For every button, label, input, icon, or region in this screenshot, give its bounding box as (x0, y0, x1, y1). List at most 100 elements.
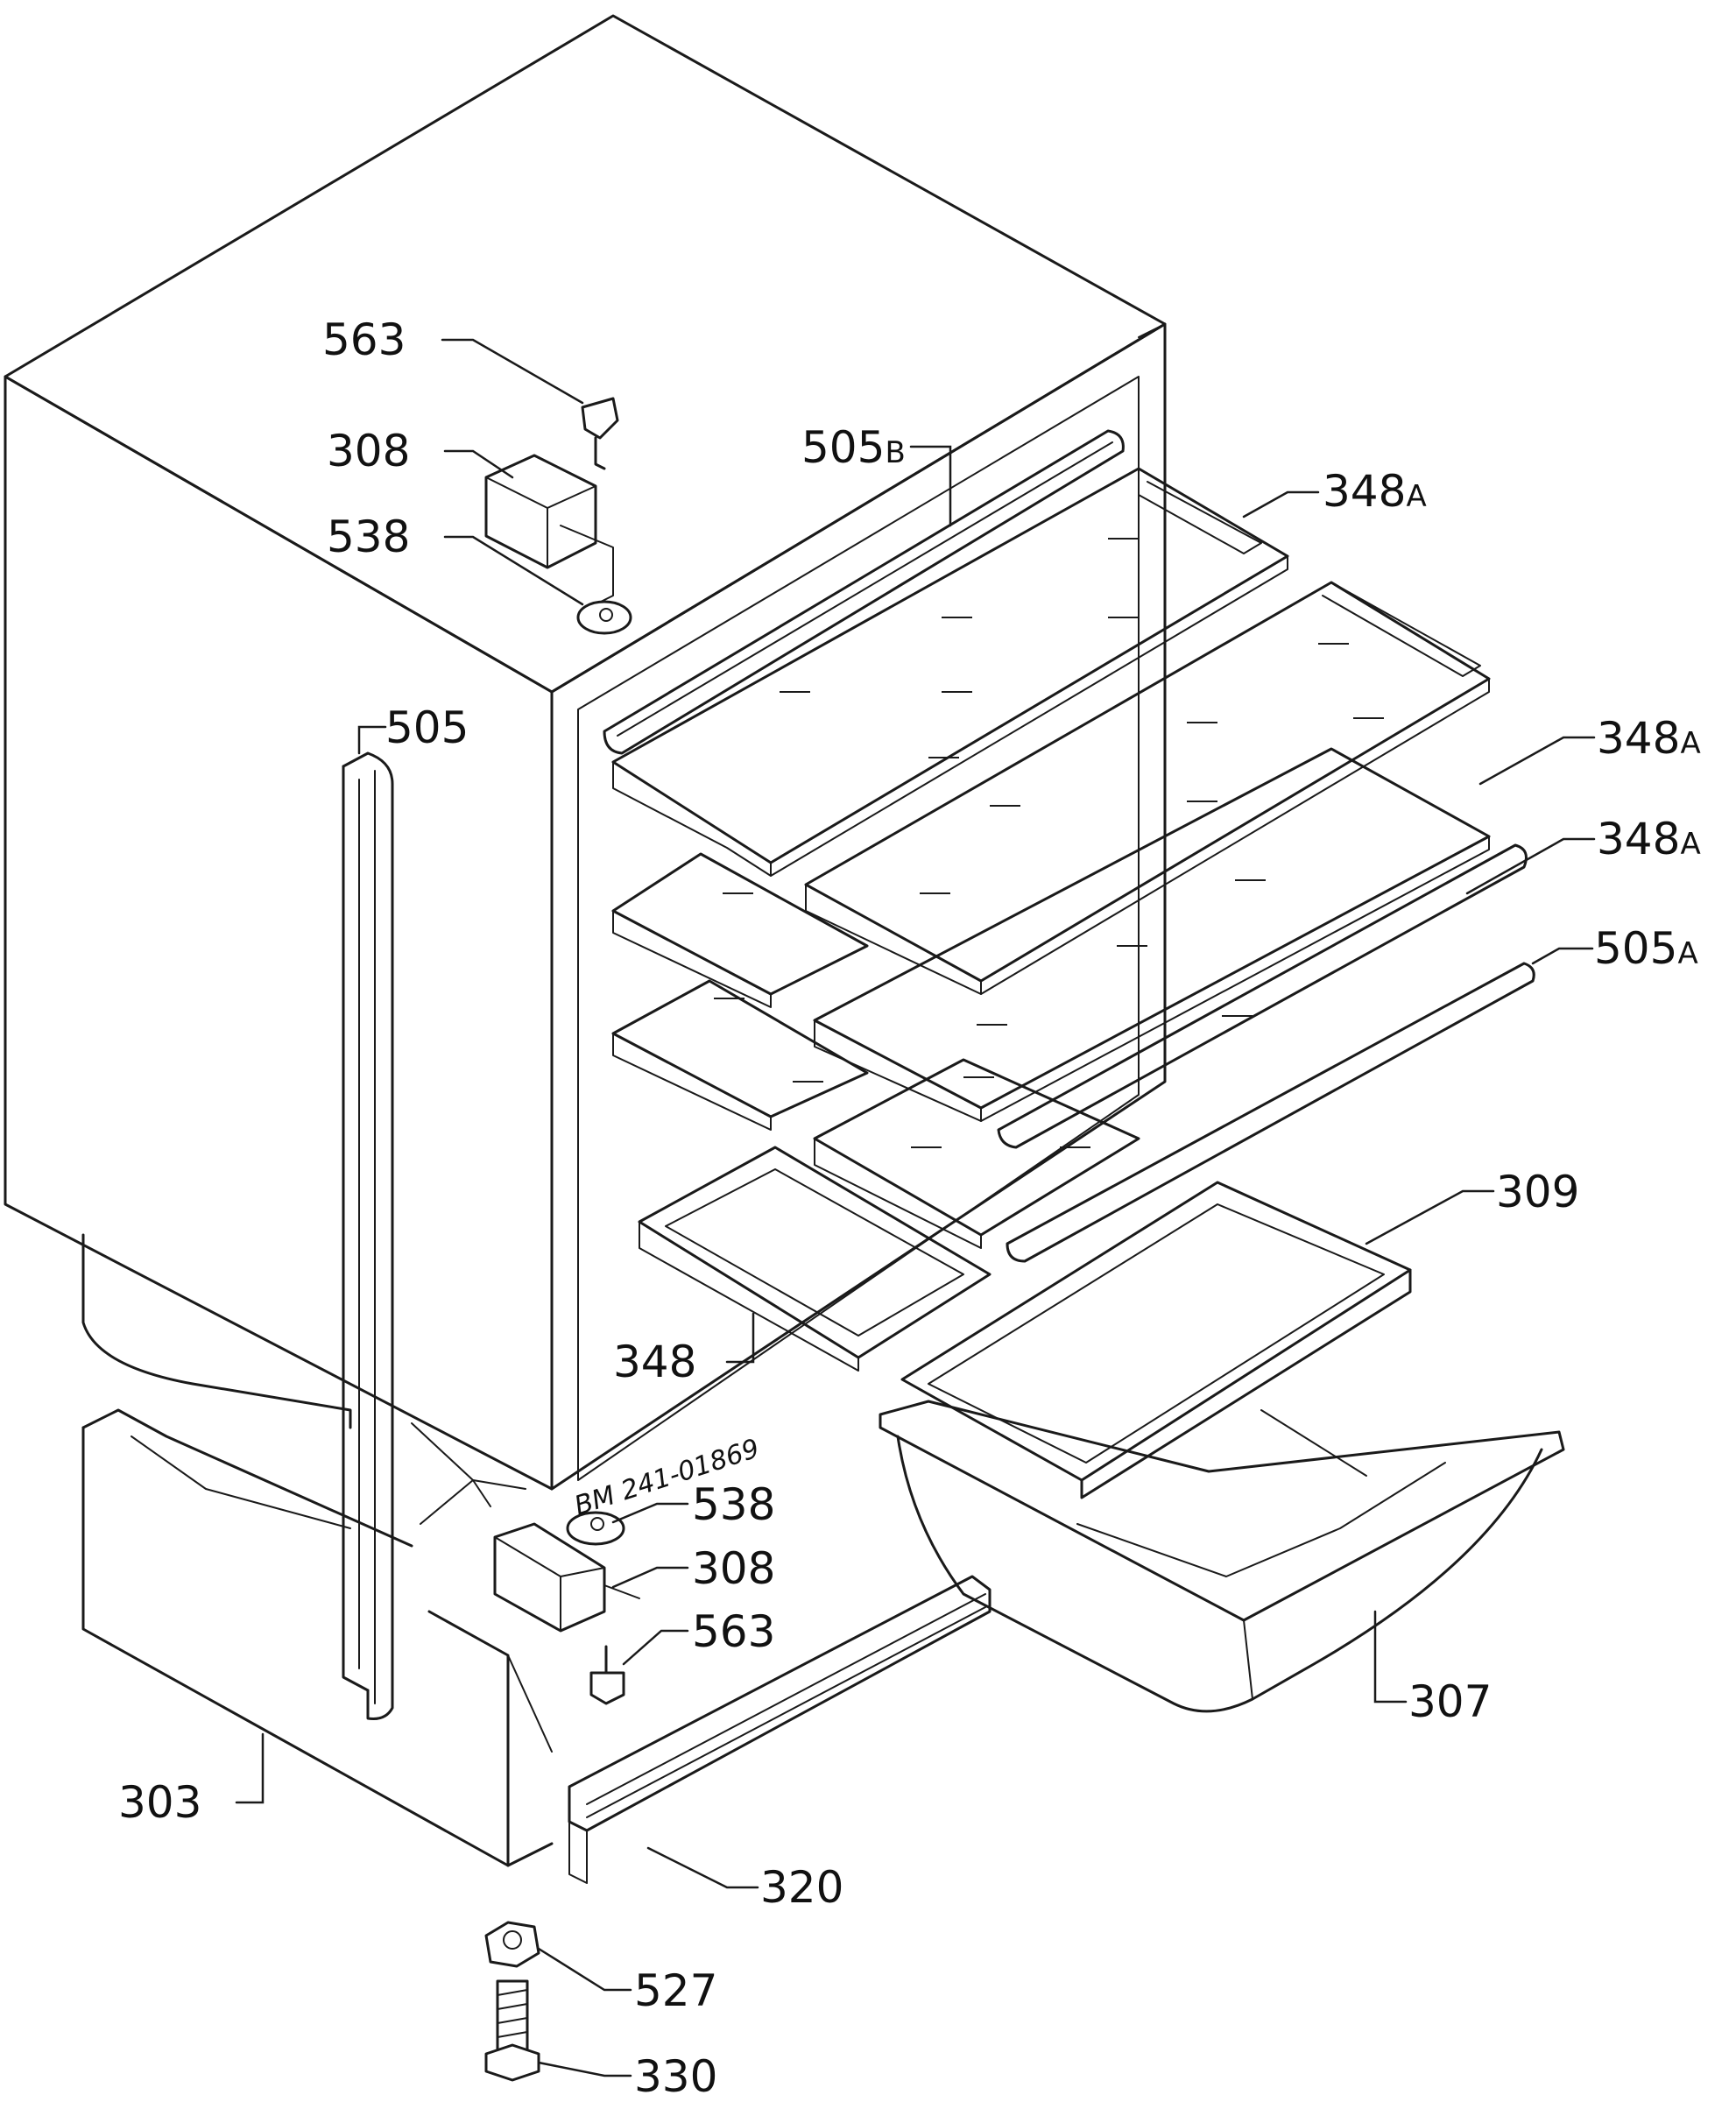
label-320: 320 (760, 1862, 843, 1913)
leader-348a-3 (1465, 837, 1596, 895)
shelf-348-bottom-inner (665, 1168, 964, 1337)
crisper-drawer-rim (879, 1400, 1565, 1622)
cabinet-lower-right (411, 1422, 526, 1490)
shelf-348-bottom (638, 1146, 991, 1372)
crisper-drawer-inner (1076, 1462, 1446, 1577)
shelf-lower-trim (1006, 962, 1535, 1263)
label-330: 330 (634, 2051, 717, 2102)
shelf-small-left-2 (611, 979, 869, 1131)
kick-plate-groove-1 (586, 1593, 986, 1805)
leader-308-top (443, 449, 514, 479)
shelf-348a-second-clip (1322, 582, 1481, 677)
label-348: 348 (613, 1337, 696, 1387)
crisper-drawer-back (1260, 1409, 1367, 1477)
top-trim-505b (603, 429, 1125, 755)
label-308-bottom: 308 (692, 1543, 775, 1594)
shelf-348-bottom-panel (638, 1146, 991, 1359)
plinth-front (81, 1426, 554, 1867)
washer-538-top-shape (576, 600, 632, 635)
shelf-348a-top-rail (612, 761, 772, 877)
shelf-small-2-panel (611, 979, 869, 1118)
screw-563-bottom-head (589, 1671, 625, 1705)
shelf-lower-right (813, 962, 1535, 1263)
shelf-348a-third-rail (814, 1019, 982, 1122)
leader-308-bottom (611, 1566, 689, 1589)
label-348a-1: 348A (1323, 466, 1427, 517)
kick-plate-320 (568, 1575, 991, 1884)
cabinet-right-edge (1138, 323, 1166, 456)
top-trim-outer (603, 429, 1125, 755)
leader-348a-2 (1478, 736, 1596, 786)
label-563-top: 563 (322, 314, 406, 365)
label-348a-2: 348A (1597, 713, 1701, 764)
bolt-330 (484, 1979, 540, 2082)
shelf-348a-second (804, 581, 1491, 995)
leader-lines (235, 338, 1596, 2077)
shelf-348a-third (813, 747, 1491, 1122)
label-308-top: 308 (327, 426, 410, 476)
hinge-308-bottom (493, 1522, 640, 1633)
cabinet-front-inner-edge (577, 376, 1140, 1481)
label-505: 505 (385, 702, 469, 753)
cabinet-front-frame (550, 322, 1167, 1491)
leader-563-bottom (622, 1629, 689, 1666)
shelf-lower-right-edge (814, 1138, 982, 1249)
screw-563-top (581, 397, 619, 470)
leader-505 (357, 725, 387, 755)
door-seal-outer (342, 751, 394, 1720)
cabinet-side-face (4, 375, 554, 1491)
leader-527 (537, 1947, 632, 1992)
shelf-small-1-panel (611, 852, 869, 996)
leader-505b (909, 445, 952, 527)
label-538-top: 538 (327, 511, 410, 562)
leader-348 (725, 1312, 755, 1364)
shelf-348a-second-edge (980, 678, 1490, 995)
label-563-bottom: 563 (692, 1606, 775, 1657)
door-seal-505 (342, 751, 394, 1720)
part-labels: 563 308 538 505B 348A 505 348A 348A 505A… (118, 314, 1701, 2102)
shelf-348a-third-edge (980, 836, 1490, 1122)
trim-505a-outer (997, 843, 1528, 1149)
cabinet-top-face (4, 14, 1167, 694)
hinge-308-bottom-block (493, 1522, 606, 1633)
plinth-303 (81, 1408, 554, 1867)
kick-plate-end (568, 1786, 588, 1884)
shelf-small-left-1 (611, 852, 869, 1008)
label-309: 309 (1496, 1167, 1579, 1217)
crisper-drawer-307 (879, 1400, 1565, 1713)
top-trim-inner (617, 441, 1113, 737)
washer-538-bottom (566, 1511, 625, 1546)
leader-563-top (441, 338, 584, 405)
leader-303 (235, 1732, 265, 1804)
plinth-top-edge (81, 1408, 413, 1548)
shelf-lower-right-panel (813, 1058, 1140, 1237)
shelf-small-1-edge (612, 910, 772, 1008)
crisper-lid-inner (928, 1203, 1385, 1464)
cabinet-foot-bracket (420, 1479, 491, 1525)
shelf-348a-top (611, 467, 1289, 877)
plinth-return (507, 1654, 553, 1753)
shelf-small-2-edge (612, 1033, 772, 1131)
label-303: 303 (118, 1777, 201, 1828)
label-538-bottom: 538 (692, 1479, 775, 1530)
bolt-330-head (484, 2043, 540, 2082)
cabinet-body (4, 14, 1167, 1525)
screw-563-top-head (581, 397, 619, 440)
hinge-308-top-block (484, 454, 597, 569)
label-348a-3: 348A (1597, 814, 1701, 864)
nut-527-shape (484, 1921, 540, 1968)
label-505a: 505A (1594, 923, 1698, 974)
screw-563-bottom (589, 1645, 625, 1705)
crisper-lid-309 (900, 1181, 1412, 1499)
leader-309 (1365, 1189, 1495, 1245)
leader-330 (537, 2061, 632, 2077)
kick-plate-groove-2 (586, 1606, 986, 1818)
washer-538-top (576, 600, 632, 635)
nut-527 (484, 1921, 540, 1968)
shelf-348a-top-edge (770, 555, 1288, 877)
crisper-lid-top (900, 1181, 1412, 1482)
label-527: 527 (634, 1965, 717, 2016)
leader-505a (1531, 947, 1594, 965)
